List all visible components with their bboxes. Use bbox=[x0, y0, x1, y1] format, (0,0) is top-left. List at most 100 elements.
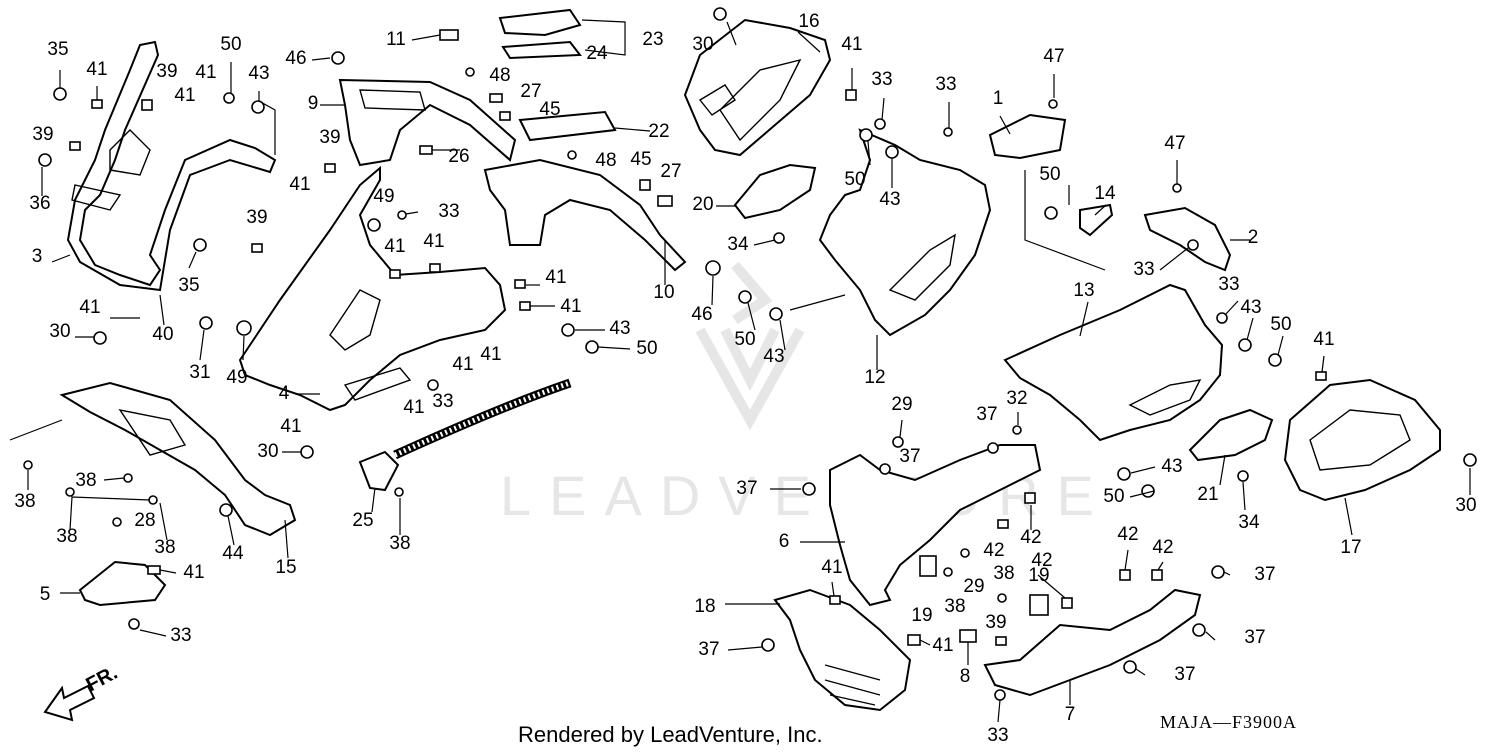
part-ref-15: 15 bbox=[275, 557, 296, 578]
collar-43d bbox=[1238, 338, 1252, 352]
screw-48b bbox=[567, 150, 577, 160]
part-ref-38: 38 bbox=[14, 491, 35, 512]
part-10-duct bbox=[483, 158, 687, 272]
screw-38f bbox=[148, 495, 158, 505]
part-ref-38: 38 bbox=[75, 470, 96, 491]
part-ref-41: 41 bbox=[423, 231, 444, 252]
bolt-37b bbox=[879, 463, 891, 475]
clip-41q bbox=[907, 634, 921, 646]
nut-49b bbox=[236, 320, 252, 336]
part-ref-37: 37 bbox=[1174, 664, 1195, 685]
nut-39d bbox=[251, 243, 263, 253]
screw-33h bbox=[128, 618, 140, 630]
part-ref-37: 37 bbox=[1244, 627, 1265, 648]
part-16-meter-case bbox=[683, 18, 832, 157]
part-ref-49: 49 bbox=[373, 186, 394, 207]
part-ref-7: 7 bbox=[1065, 704, 1076, 725]
part-ref-23: 23 bbox=[642, 29, 663, 50]
part-ref-33: 33 bbox=[1133, 259, 1154, 280]
part-ref-20: 20 bbox=[692, 194, 713, 215]
part-ref-43: 43 bbox=[1240, 297, 1261, 318]
part-ref-46: 46 bbox=[691, 304, 712, 325]
part-ref-31: 31 bbox=[189, 362, 210, 383]
part-ref-19: 19 bbox=[911, 605, 932, 626]
bolt-50f bbox=[738, 290, 752, 304]
grommet-46 bbox=[331, 51, 345, 65]
nut-39c bbox=[324, 163, 336, 173]
part-13-right-side-cowl bbox=[1003, 283, 1224, 442]
clip-41n bbox=[845, 89, 857, 101]
part-ref-50: 50 bbox=[1039, 164, 1060, 185]
clip-42a bbox=[1024, 492, 1036, 504]
clip-27 bbox=[489, 93, 503, 103]
part-ref-42: 42 bbox=[1031, 550, 1052, 571]
part-ref-41: 41 bbox=[560, 296, 581, 317]
part-ref-32: 32 bbox=[1006, 388, 1027, 409]
nut-39 bbox=[141, 99, 153, 111]
collar-43b bbox=[561, 323, 575, 337]
clip-41p bbox=[829, 595, 841, 605]
part-9-duct bbox=[338, 78, 517, 167]
clip-11 bbox=[439, 29, 459, 41]
part-ref-33: 33 bbox=[987, 725, 1008, 746]
part-ref-27: 27 bbox=[520, 81, 541, 102]
part-ref-8: 8 bbox=[960, 666, 971, 687]
part-ref-5: 5 bbox=[40, 584, 51, 605]
screw-34b bbox=[1237, 470, 1249, 482]
part-ref-45: 45 bbox=[630, 149, 651, 170]
bolt-30d bbox=[1463, 453, 1477, 467]
screw-47b bbox=[1172, 183, 1182, 193]
part-ref-4: 4 bbox=[279, 383, 290, 404]
part-ref-36: 36 bbox=[29, 193, 50, 214]
part-ref-50: 50 bbox=[844, 169, 865, 190]
part-ref-39: 39 bbox=[246, 207, 267, 228]
part-ref-30: 30 bbox=[692, 34, 713, 55]
bolt-31 bbox=[199, 316, 213, 330]
part-3-fairing-frame bbox=[66, 40, 277, 292]
footer-rendered-by: Rendered by LeadVenture, Inc. bbox=[518, 722, 823, 747]
part-25-hose bbox=[358, 378, 572, 492]
clip-8 bbox=[959, 629, 977, 643]
part-ref-17: 17 bbox=[1340, 537, 1361, 558]
part-ref-41: 41 bbox=[545, 267, 566, 288]
screw-29b bbox=[960, 548, 970, 558]
part-ref-27: 27 bbox=[660, 161, 681, 182]
screw-34 bbox=[773, 232, 785, 244]
part-ref-39: 39 bbox=[985, 612, 1006, 633]
part-5-small-cover bbox=[78, 560, 167, 607]
part-21-lens bbox=[1188, 408, 1274, 462]
part-ref-39: 39 bbox=[319, 127, 340, 148]
bolt-50b bbox=[585, 340, 599, 354]
screw-48 bbox=[465, 67, 475, 77]
screw-28 bbox=[112, 517, 122, 527]
part-ref-16: 16 bbox=[798, 11, 819, 32]
screw-33f bbox=[1216, 312, 1228, 324]
part-ref-47: 47 bbox=[1043, 46, 1064, 67]
part-ref-10: 10 bbox=[653, 282, 674, 303]
part-ref-37: 37 bbox=[976, 404, 997, 425]
part-17-right-case bbox=[1283, 378, 1441, 502]
bolt-37g bbox=[1123, 660, 1137, 674]
part-ref-13: 13 bbox=[1073, 280, 1094, 301]
part-ref-9: 9 bbox=[308, 93, 319, 114]
nut-39e bbox=[995, 636, 1007, 646]
part-14-stay bbox=[1079, 203, 1114, 237]
part-ref-40: 40 bbox=[152, 324, 173, 345]
part-ref-44: 44 bbox=[222, 543, 244, 564]
clip-41r bbox=[147, 565, 161, 575]
part-ref-42: 42 bbox=[1117, 524, 1138, 545]
part-ref-37: 37 bbox=[698, 639, 719, 660]
part-ref-41: 41 bbox=[174, 85, 195, 106]
part-ref-43: 43 bbox=[609, 318, 630, 339]
part-1-bracket bbox=[988, 113, 1106, 271]
bolt-37d bbox=[1211, 565, 1225, 579]
bolt-49 bbox=[367, 218, 381, 232]
part-ref-50: 50 bbox=[1103, 486, 1124, 507]
bolt-37c bbox=[802, 482, 816, 496]
part-ref-37: 37 bbox=[899, 446, 920, 467]
clip-42c bbox=[1119, 569, 1131, 581]
part-ref-28: 28 bbox=[134, 510, 155, 531]
part-ref-24: 24 bbox=[586, 43, 608, 64]
part-6-lower-frame bbox=[829, 444, 1042, 607]
